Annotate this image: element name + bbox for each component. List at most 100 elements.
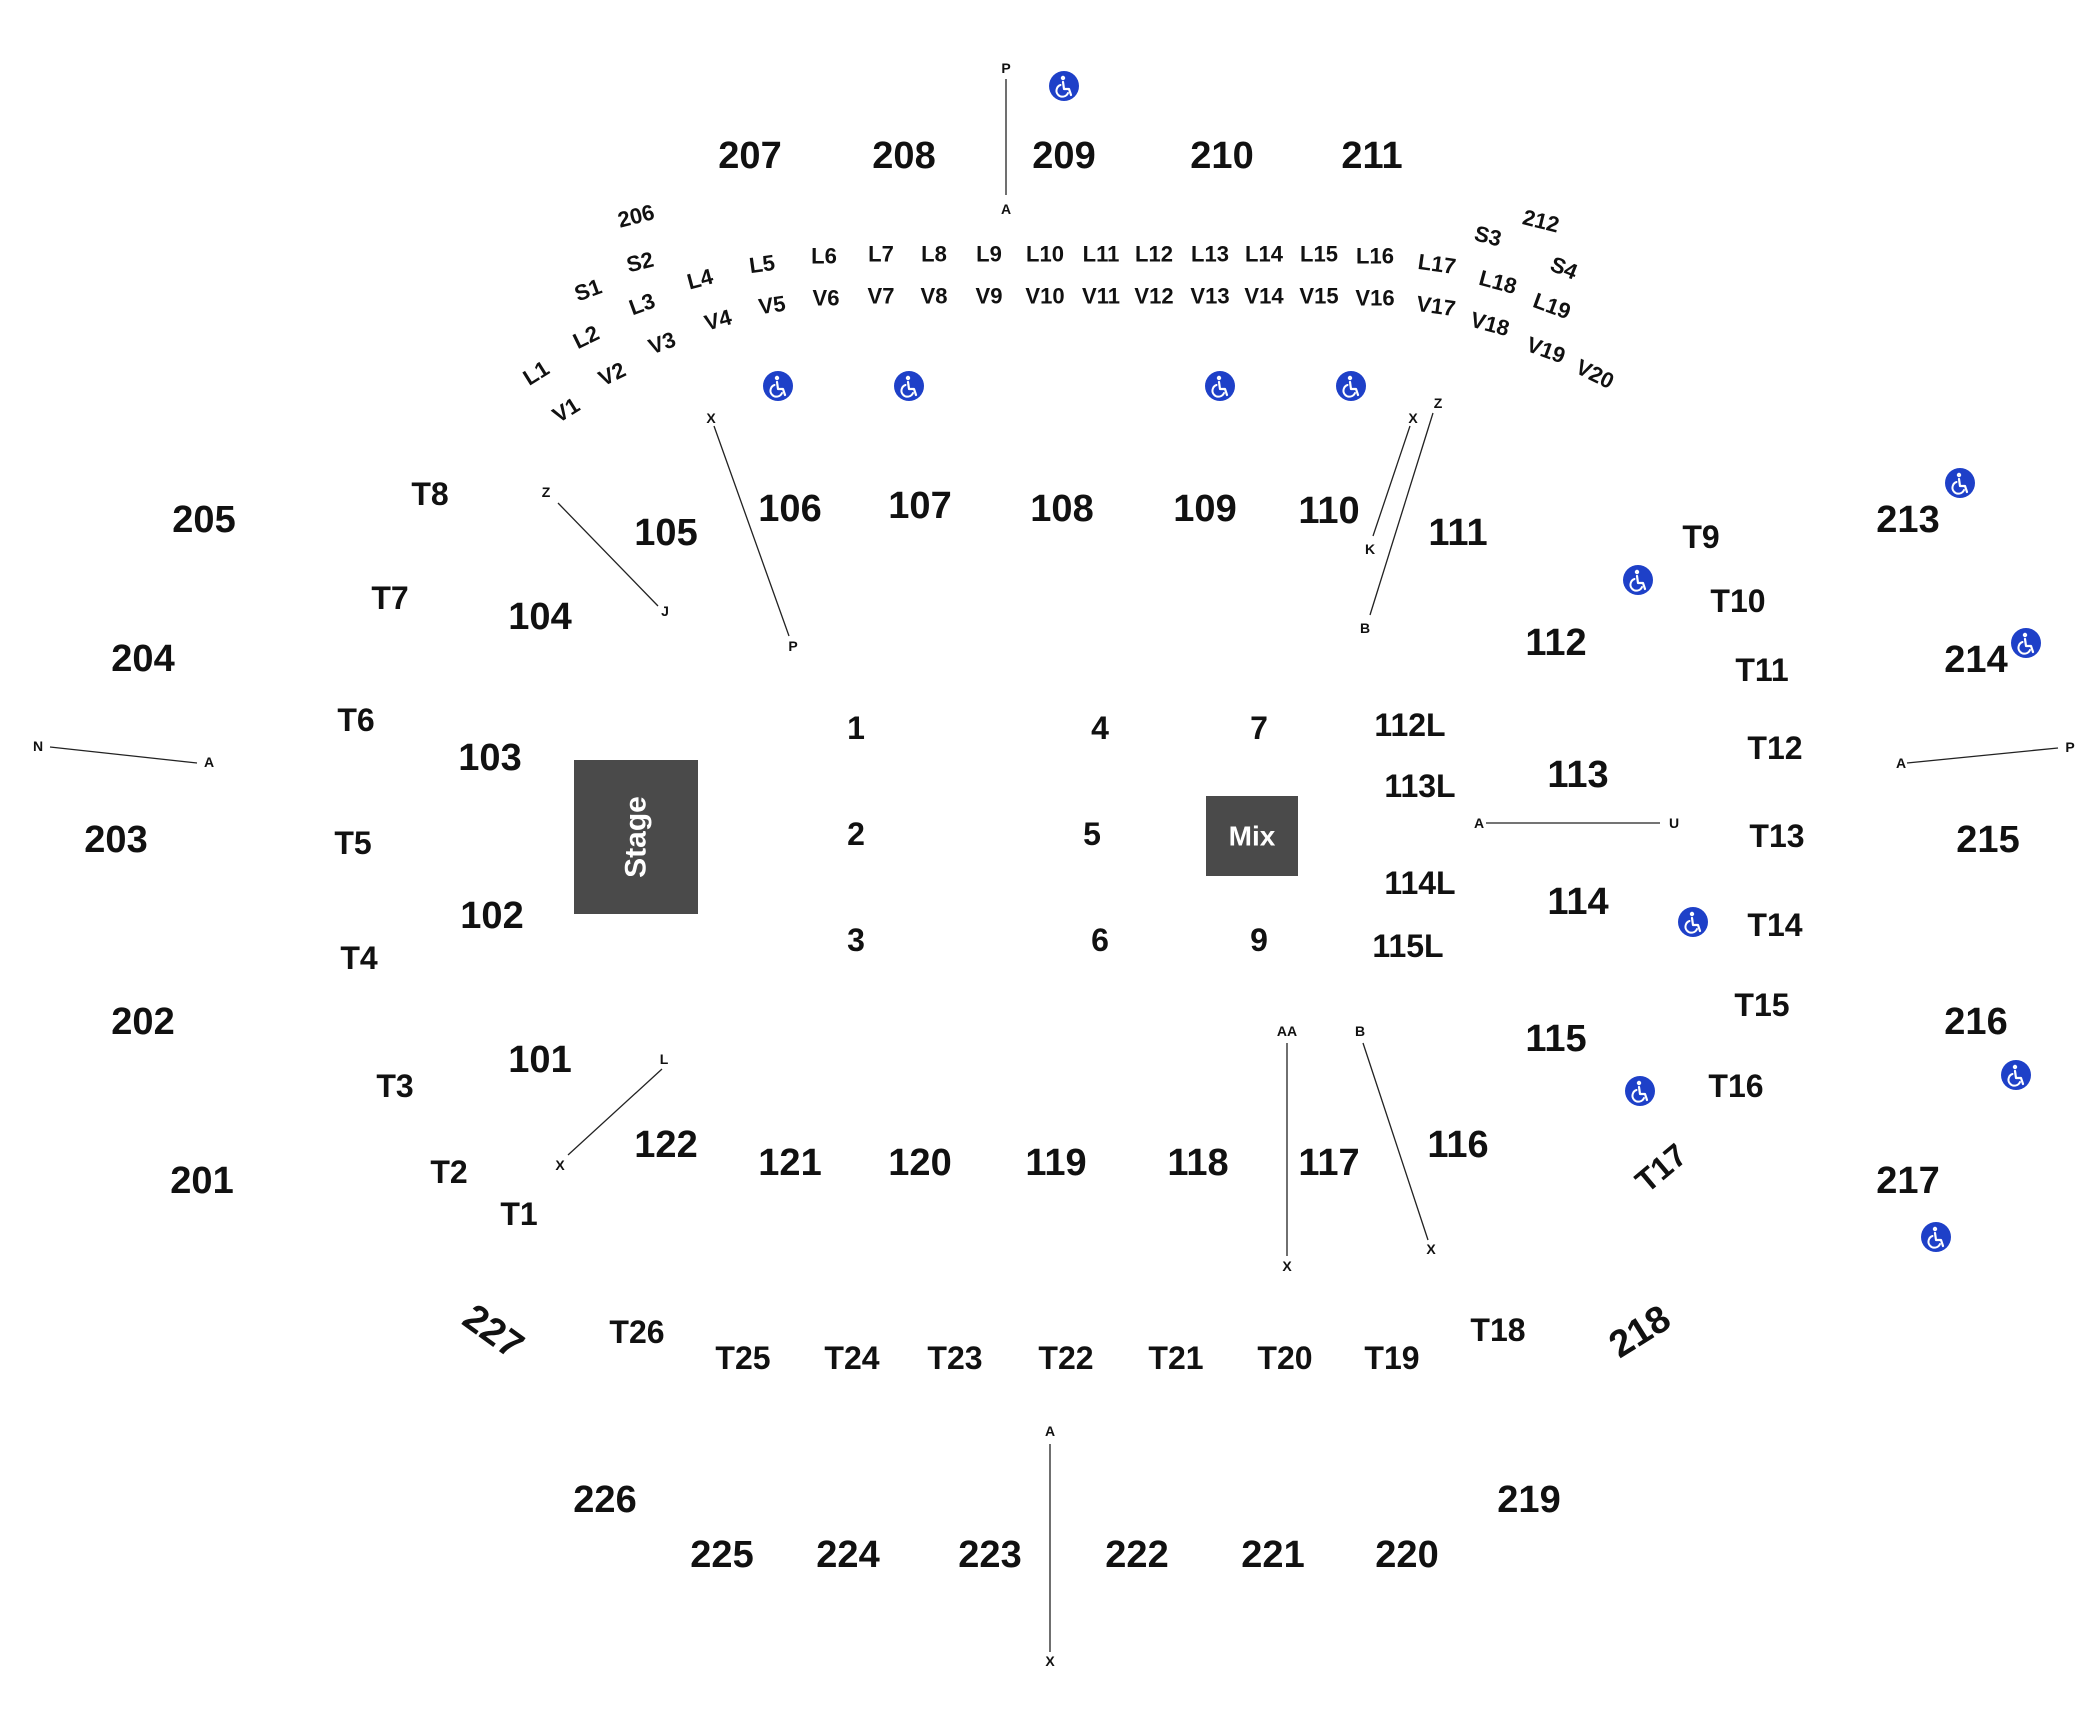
table-T17[interactable]: T17 <box>1628 1136 1693 1199</box>
floor-section-3[interactable]: 3 <box>847 922 865 958</box>
lower-section-113[interactable]: 113 <box>1547 754 1608 796</box>
loge-V16[interactable]: V16 <box>1355 286 1394 311</box>
table-T24[interactable]: T24 <box>824 1340 879 1376</box>
upper-section-217[interactable]: 217 <box>1876 1160 1939 1202</box>
table-T5[interactable]: T5 <box>334 825 371 861</box>
loge-L1[interactable]: L1 <box>518 356 553 391</box>
loge-V17[interactable]: V17 <box>1415 291 1457 321</box>
loge-V19[interactable]: V19 <box>1523 332 1568 369</box>
lower-section-106[interactable]: 106 <box>758 488 821 530</box>
wheelchair-icon[interactable] <box>1623 565 1653 595</box>
table-T12[interactable]: T12 <box>1747 730 1802 766</box>
wheelchair-icon[interactable] <box>894 371 924 401</box>
loge-L14[interactable]: L14 <box>1245 242 1284 267</box>
lower-section-118[interactable]: 118 <box>1167 1142 1228 1184</box>
upper-section-214[interactable]: 214 <box>1944 639 2007 681</box>
loge-L15[interactable]: L15 <box>1300 242 1338 267</box>
upper-section-201[interactable]: 201 <box>170 1160 233 1202</box>
upper-section-204[interactable]: 204 <box>111 638 174 680</box>
lower-section-119[interactable]: 119 <box>1025 1142 1086 1184</box>
lower-section-122[interactable]: 122 <box>634 1124 697 1166</box>
table-T3[interactable]: T3 <box>376 1068 413 1104</box>
upper-section-221[interactable]: 221 <box>1241 1534 1304 1576</box>
floor-section-6[interactable]: 6 <box>1091 922 1109 958</box>
suite-S4[interactable]: S4 <box>1547 251 1582 285</box>
loge-L18[interactable]: L18 <box>1476 265 1519 299</box>
loge-L17[interactable]: L17 <box>1416 249 1457 279</box>
lower-section-116[interactable]: 116 <box>1427 1124 1488 1166</box>
lower-section-104[interactable]: 104 <box>508 596 571 638</box>
table-T2[interactable]: T2 <box>430 1154 467 1190</box>
floor-section-2[interactable]: 2 <box>847 816 865 852</box>
floor-section-5[interactable]: 5 <box>1083 816 1101 852</box>
table-T9[interactable]: T9 <box>1682 519 1719 555</box>
table-T18[interactable]: T18 <box>1470 1312 1525 1348</box>
mix-booth[interactable]: Mix <box>1206 796 1298 876</box>
lower-section-114[interactable]: 114 <box>1547 881 1608 923</box>
loge-L9[interactable]: L9 <box>976 242 1002 267</box>
table-T21[interactable]: T21 <box>1148 1340 1203 1376</box>
loge-V3[interactable]: V3 <box>645 327 679 360</box>
table-T19[interactable]: T19 <box>1364 1340 1419 1376</box>
lower-section-107[interactable]: 107 <box>888 485 951 527</box>
table-T14[interactable]: T14 <box>1747 907 1802 943</box>
stage-block[interactable]: Stage <box>574 760 698 914</box>
wheelchair-icon[interactable] <box>763 371 793 401</box>
wheelchair-icon[interactable] <box>2001 1060 2031 1090</box>
loge-V9[interactable]: V9 <box>976 284 1003 309</box>
floor-section-9[interactable]: 9 <box>1250 922 1268 958</box>
upper-section-203[interactable]: 203 <box>84 819 147 861</box>
lower-section-115[interactable]: 115 <box>1525 1018 1586 1060</box>
wheelchair-icon[interactable] <box>1678 907 1708 937</box>
loge-L6[interactable]: L6 <box>811 244 837 269</box>
upper-section-223[interactable]: 223 <box>958 1534 1021 1576</box>
lower-section-121[interactable]: 121 <box>758 1142 821 1184</box>
lower-section-110[interactable]: 110 <box>1298 490 1359 532</box>
loge-V5[interactable]: V5 <box>757 291 787 320</box>
loge-L4[interactable]: L4 <box>684 263 716 294</box>
table-T7[interactable]: T7 <box>371 580 408 616</box>
lower-section-103[interactable]: 103 <box>458 737 521 779</box>
suite-S3[interactable]: S3 <box>1472 221 1504 252</box>
upper-section-213[interactable]: 213 <box>1876 499 1939 541</box>
lower-section-120[interactable]: 120 <box>888 1142 951 1184</box>
lower-section-115L[interactable]: 115L <box>1372 928 1443 964</box>
loge-V18[interactable]: V18 <box>1468 307 1512 341</box>
loge-V1[interactable]: V1 <box>548 392 584 427</box>
suite-S2[interactable]: S2 <box>624 247 656 278</box>
table-T10[interactable]: T10 <box>1710 583 1765 619</box>
loge-L11[interactable]: L11 <box>1083 242 1120 267</box>
lower-section-117[interactable]: 117 <box>1298 1142 1359 1184</box>
table-T13[interactable]: T13 <box>1749 818 1804 854</box>
loge-L19[interactable]: L19 <box>1530 288 1574 324</box>
floor-section-4[interactable]: 4 <box>1091 710 1109 746</box>
table-T15[interactable]: T15 <box>1734 987 1789 1023</box>
loge-V13[interactable]: V13 <box>1190 284 1229 309</box>
table-T23[interactable]: T23 <box>927 1340 982 1376</box>
upper-section-209[interactable]: 209 <box>1032 135 1095 177</box>
loge-V6[interactable]: V6 <box>813 286 840 311</box>
wheelchair-icon[interactable] <box>1049 71 1079 101</box>
floor-section-1[interactable]: 1 <box>847 710 865 746</box>
wheelchair-icon[interactable] <box>1945 468 1975 498</box>
table-T16[interactable]: T16 <box>1708 1068 1763 1104</box>
loge-V20[interactable]: V20 <box>1572 354 1618 394</box>
loge-V12[interactable]: V12 <box>1134 284 1173 309</box>
lower-section-108[interactable]: 108 <box>1030 488 1093 530</box>
upper-section-225[interactable]: 225 <box>690 1534 753 1576</box>
loge-L10[interactable]: L10 <box>1026 242 1064 267</box>
upper-section-207[interactable]: 207 <box>718 135 781 177</box>
upper-section-216[interactable]: 216 <box>1944 1001 2007 1043</box>
loge-L13[interactable]: L13 <box>1191 242 1229 267</box>
table-T20[interactable]: T20 <box>1257 1340 1312 1376</box>
upper-section-220[interactable]: 220 <box>1375 1534 1438 1576</box>
loge-V4[interactable]: V4 <box>702 304 735 335</box>
lower-section-114L[interactable]: 114L <box>1384 865 1455 901</box>
wheelchair-icon[interactable] <box>1625 1076 1655 1106</box>
wheelchair-icon[interactable] <box>1205 371 1235 401</box>
wheelchair-icon[interactable] <box>1921 1222 1951 1252</box>
loge-L16[interactable]: L16 <box>1356 244 1394 269</box>
table-T4[interactable]: T4 <box>340 940 378 976</box>
loge-L12[interactable]: L12 <box>1135 242 1173 267</box>
upper-section-218[interactable]: 218 <box>1602 1297 1678 1366</box>
